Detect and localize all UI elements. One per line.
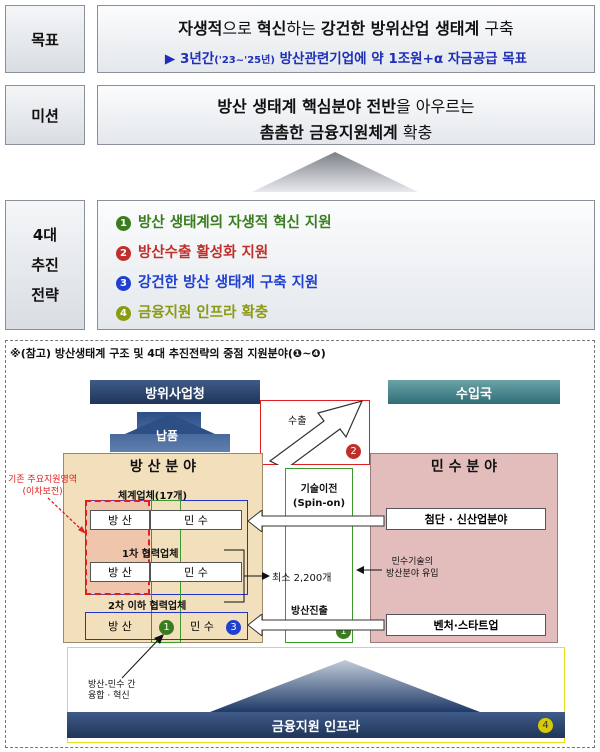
mission-line-1: 방산 생태계 핵심분야 전반을 아우르는 (217, 97, 475, 116)
diagram-frame (5, 340, 595, 748)
civil-sector-panel (370, 453, 558, 643)
badge-4: 4 (538, 718, 553, 733)
badge-3: 3 (226, 620, 241, 635)
delivery-arrow-icon (110, 412, 230, 452)
number-badge: 4 (116, 306, 131, 321)
number-badge: 2 (116, 246, 131, 261)
number-badge: 1 (116, 216, 131, 231)
export-highlight (260, 400, 370, 465)
entry-arrow-icon (248, 614, 385, 636)
strategy-label: 4대 추진 전략 (5, 200, 85, 330)
strategy-3-row-outline (85, 612, 248, 640)
finance-infra-box: 금융지원 인프라 (67, 712, 565, 738)
up-arrow-icon (252, 152, 418, 192)
bracket-icon (224, 549, 270, 603)
export-label: 수출 (288, 416, 307, 427)
venture-box: 벤처·스타트업 (386, 614, 546, 636)
fusion-note: 방산-민수 간 융합 · 혁신 (88, 680, 136, 701)
advanced-industry-box: 첨단 · 신산업분야 (386, 508, 546, 530)
tier1-label: 1차 협력업체 (122, 549, 179, 560)
goal-label: 목표 (5, 5, 85, 73)
defense-agency-box: 방위사업청 (90, 380, 260, 404)
minsu-box-1: 민 수 (150, 510, 242, 530)
existing-support-note: 기존 주요지원영역 (이차보전) (8, 475, 78, 497)
badge-1: 1 (159, 620, 174, 635)
goal-line-2: ▶ 3년간('23~'25년) 방산관련기업에 약 1조원+α 자금공급 목표 (164, 51, 528, 67)
bangsan-box-1: 방 산 (90, 510, 150, 530)
diagram-title: ※(참고) 방산생태계 구조 및 4대 추진전략의 중점 지원분야(❶~❹) (10, 347, 326, 360)
civil-sector-title: 민 수 분 야 (430, 459, 498, 475)
minsu-box-2: 민 수 (150, 562, 242, 582)
bangsan-box-2: 방 산 (90, 562, 150, 582)
minsu-box-3: 민 수 (190, 620, 214, 633)
tech-transfer-label: 기술이전 (Spin-on) (292, 484, 346, 509)
mission-pane: 방산 생태계 핵심분야 전반을 아우르는 촘촘한 금융지원체계 확충 (97, 85, 595, 145)
pointer-arrow-icon (47, 497, 86, 534)
defense-entry-label: 방산진출 (291, 606, 328, 617)
delivery-label: 납품 (155, 428, 179, 443)
min-count-label: 최소 2,200개 (272, 573, 332, 584)
mission-line-2: 촘촘한 금융지원체계 확충 (259, 123, 433, 142)
system-firms-label: 체계업체(17개) (118, 491, 188, 502)
fusion-pointer-icon (121, 634, 164, 679)
defense-sector-title: 방 산 분 야 (129, 459, 197, 475)
importer-box: 수입국 (388, 380, 560, 404)
goal-pane: 자생적으로 혁신하는 강건한 방위산업 생태계 구축 ▶ 3년간('23~'25… (97, 5, 595, 73)
arrow-right-icon: ▶ (164, 51, 176, 67)
badge-2: 2 (346, 444, 361, 459)
number-badge: 3 (116, 276, 131, 291)
tier2-label: 2차 이하 협력업체 (108, 601, 187, 612)
mission-label: 미션 (5, 85, 85, 145)
bangsan-box-3: 방 산 (108, 620, 132, 633)
civil-inflow-label: 민수기술의 방산분야 유입 (386, 557, 439, 579)
export-arrow-icon (268, 400, 364, 465)
finance-up-arrow-icon (210, 660, 480, 712)
goal-line-1: 자생적으로 혁신하는 강건한 방위산업 생태계 구축 (178, 19, 514, 38)
inflow-arrow-icon (356, 566, 382, 574)
strategy-1-middle-outline (285, 468, 353, 643)
strategy-4-outline (67, 647, 565, 743)
spin-on-arrow-icon (248, 510, 385, 532)
